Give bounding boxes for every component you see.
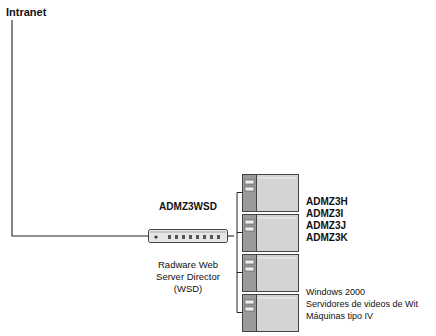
server-unit bbox=[237, 295, 299, 332]
server-link bbox=[237, 312, 242, 313]
server-bus bbox=[237, 193, 238, 313]
load-balancer-box: ADMZ3WSDRadware Web Server Director (WSD… bbox=[148, 229, 228, 243]
drive-bay bbox=[245, 267, 254, 271]
server-body bbox=[243, 175, 299, 212]
server-name: ADMZ3J bbox=[306, 220, 346, 232]
network-link bbox=[12, 20, 148, 236]
device-name: ADMZ3WSD bbox=[159, 201, 217, 213]
device-body bbox=[149, 230, 228, 243]
server-name: ADMZ3H bbox=[306, 196, 348, 208]
port-mark bbox=[182, 235, 185, 239]
port-mark bbox=[217, 235, 220, 239]
port-mark bbox=[210, 235, 213, 239]
server-link bbox=[237, 232, 242, 233]
network-name: Intranet bbox=[6, 6, 46, 18]
port-mark bbox=[196, 235, 199, 239]
server-body bbox=[243, 255, 299, 292]
device-description: Radware Web Server Director (WSD) bbox=[146, 259, 230, 295]
server-note: Servidores de videos de Wit bbox=[306, 298, 418, 310]
drive-bay bbox=[245, 260, 254, 264]
server-highlight bbox=[258, 258, 296, 259]
server-name: ADMZ3K bbox=[306, 232, 348, 244]
server-name: ADMZ3I bbox=[306, 208, 343, 220]
server-note: Windows 2000 bbox=[306, 286, 365, 298]
server-front bbox=[243, 175, 257, 212]
drive-bay bbox=[245, 220, 254, 224]
server-body bbox=[243, 215, 299, 252]
network-link bbox=[228, 235, 234, 236]
status-led bbox=[154, 235, 157, 238]
drive-bay bbox=[245, 300, 254, 304]
server-unit bbox=[237, 175, 299, 212]
server-note: Máquinas tipo IV bbox=[306, 310, 373, 322]
port-mark bbox=[175, 235, 178, 239]
drive-bay bbox=[245, 180, 254, 184]
port-mark bbox=[189, 235, 192, 239]
port-mark bbox=[168, 235, 171, 239]
network-label: Intranet bbox=[6, 6, 46, 18]
server-unit bbox=[237, 215, 299, 252]
server-unit bbox=[237, 255, 299, 292]
server-stack: ADMZ3HADMZ3IADMZ3JADMZ3KWindows 2000Serv… bbox=[234, 172, 302, 334]
server-stack-illustration bbox=[234, 172, 302, 334]
server-front bbox=[243, 255, 257, 292]
server-front bbox=[243, 295, 257, 332]
server-highlight bbox=[258, 218, 296, 219]
server-link bbox=[237, 272, 242, 273]
server-front bbox=[243, 215, 257, 252]
drive-bay bbox=[245, 227, 254, 231]
drive-bay bbox=[245, 187, 254, 191]
drive-bay bbox=[245, 307, 254, 311]
device-bevel bbox=[150, 232, 226, 233]
server-highlight bbox=[258, 178, 296, 179]
switch-icon bbox=[148, 229, 228, 243]
port-mark bbox=[203, 235, 206, 239]
server-body bbox=[243, 295, 299, 332]
server-link bbox=[237, 192, 242, 193]
server-highlight bbox=[258, 298, 296, 299]
